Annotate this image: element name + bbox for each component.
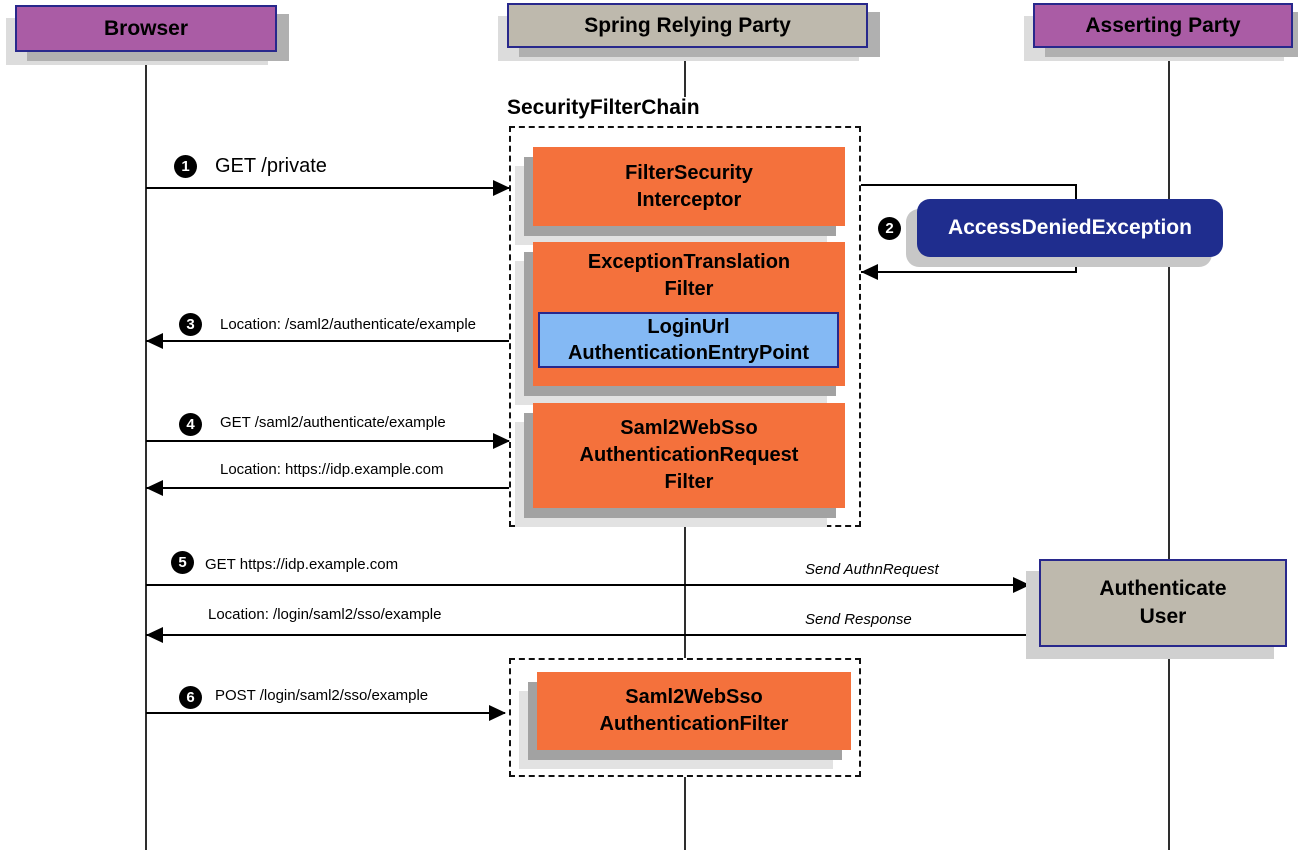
filter-label-line: Filter bbox=[664, 471, 714, 493]
step5-return-label: Location: /login/saml2/sso/example bbox=[208, 606, 442, 623]
step4-badge: 4 bbox=[179, 413, 202, 436]
step4-return-label: Location: https://idp.example.com bbox=[220, 461, 444, 478]
step5-return-remote-label: Send Response bbox=[805, 611, 912, 628]
arrowhead-left-icon bbox=[146, 333, 163, 349]
arrowhead-left-icon bbox=[861, 264, 878, 280]
filter-label-line: Saml2WebSso bbox=[620, 417, 758, 439]
filter-security-interceptor-box: FilterSecurity Interceptor bbox=[533, 147, 845, 226]
arrow-step4-return bbox=[146, 487, 509, 489]
arrow-step6 bbox=[146, 712, 505, 714]
step5-remote-label: Send AuthnRequest bbox=[805, 561, 939, 578]
arrow-step2-return bbox=[861, 271, 1077, 273]
access-denied-exception-box: AccessDeniedException bbox=[917, 199, 1223, 257]
authenticate-user-line: Authenticate bbox=[1099, 577, 1227, 600]
filter-label-line: ExceptionTranslation bbox=[587, 251, 791, 273]
step4-label: GET /saml2/authenticate/example bbox=[220, 414, 446, 431]
filter-label-line: AuthenticationRequest bbox=[579, 444, 799, 466]
authenticate-user-box: Authenticate User bbox=[1039, 559, 1287, 647]
security-filter-chain-boundary bbox=[509, 126, 861, 527]
arrowhead-right-icon bbox=[493, 433, 510, 449]
step5-label: GET https://idp.example.com bbox=[205, 556, 399, 573]
relying-party-lifeline bbox=[684, 57, 686, 97]
relying-party-lifeline bbox=[684, 777, 686, 850]
login-url-authentication-entry-point-box: LoginUrl AuthenticationEntryPoint bbox=[538, 312, 839, 368]
step2-badge: 2 bbox=[878, 217, 901, 240]
actor-asserting-party: Asserting Party bbox=[1033, 3, 1293, 48]
arrowhead-right-icon bbox=[1013, 577, 1030, 593]
step3-badge: 3 bbox=[179, 313, 202, 336]
authenticate-user-line: User bbox=[1139, 605, 1187, 628]
arrowhead-right-icon bbox=[493, 180, 510, 196]
filter-label-line: AuthenticationEntryPoint bbox=[567, 342, 810, 364]
arrow-step2-out bbox=[861, 184, 1077, 186]
access-denied-exception-label: AccessDeniedException bbox=[948, 216, 1192, 239]
filter-label-line: AuthenticationFilter bbox=[599, 713, 789, 735]
relying-party-lifeline bbox=[684, 527, 686, 658]
asserting-party-lifeline bbox=[1168, 647, 1170, 850]
filter-label-line: LoginUrl bbox=[647, 316, 730, 338]
saml2-filter-boundary bbox=[509, 658, 861, 777]
step6-badge: 6 bbox=[179, 686, 202, 709]
step1-badge: 1 bbox=[174, 155, 197, 178]
arrowhead-right-icon bbox=[489, 705, 506, 721]
filter-label-line: FilterSecurity bbox=[625, 161, 753, 184]
arrow-step3 bbox=[146, 340, 509, 342]
security-filter-chain-title: SecurityFilterChain bbox=[507, 96, 700, 119]
actor-browser: Browser bbox=[15, 5, 277, 52]
browser-lifeline bbox=[145, 52, 147, 850]
saml2-authentication-request-filter-box: Saml2WebSso AuthenticationRequest Filter bbox=[533, 403, 845, 508]
step5-badge: 5 bbox=[171, 551, 194, 574]
filter-label-line: Interceptor bbox=[636, 188, 742, 211]
arrow-step5-return bbox=[146, 634, 1039, 636]
asserting-party-lifeline bbox=[1168, 48, 1170, 559]
filter-label-line: Saml2WebSso bbox=[625, 686, 763, 708]
arrowhead-left-icon bbox=[146, 627, 163, 643]
arrow-step1 bbox=[146, 187, 509, 189]
step6-label: POST /login/saml2/sso/example bbox=[215, 687, 429, 704]
actor-relying-party: Spring Relying Party bbox=[507, 3, 868, 48]
step1-label: GET /private bbox=[215, 155, 327, 177]
actor-asserting-party-label: Asserting Party bbox=[1085, 13, 1241, 37]
saml2-authentication-filter-box: Saml2WebSso AuthenticationFilter bbox=[537, 672, 851, 750]
step3-label: Location: /saml2/authenticate/example bbox=[220, 316, 476, 333]
filter-label-line: Filter bbox=[664, 278, 714, 300]
arrow-step5 bbox=[146, 584, 1013, 586]
actor-browser-label: Browser bbox=[103, 16, 189, 40]
arrow-step4 bbox=[146, 440, 509, 442]
actor-relying-party-label: Spring Relying Party bbox=[584, 13, 791, 37]
arrowhead-left-icon bbox=[146, 480, 163, 496]
